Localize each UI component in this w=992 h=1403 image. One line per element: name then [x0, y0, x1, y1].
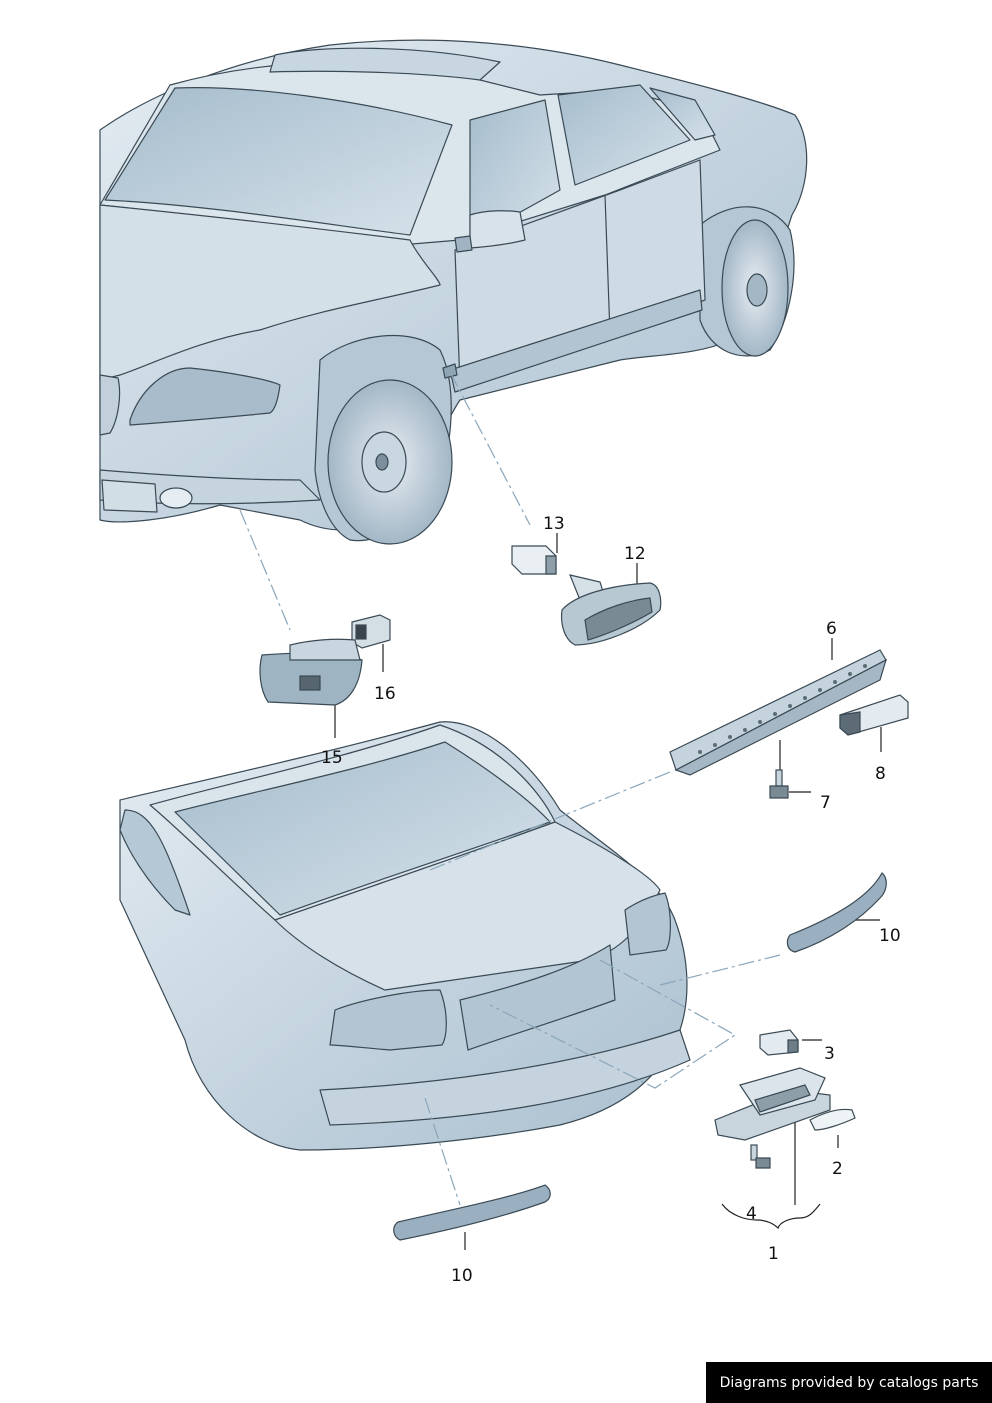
callout-10-right: 10	[879, 926, 901, 946]
callout-10-left: 10	[451, 1266, 473, 1286]
part-12-side-marker-light	[560, 574, 662, 646]
callout-6: 6	[826, 619, 837, 639]
callout-13: 13	[543, 514, 565, 534]
front-car-illustration	[99, 39, 808, 545]
part-10-trim-strip-left	[393, 1184, 551, 1241]
callout-8: 8	[875, 764, 886, 784]
part-3-lamp-insert	[759, 1029, 799, 1056]
part-13-plug-housing	[511, 545, 557, 575]
part-1-license-plate-light	[714, 1067, 831, 1141]
callout-16: 16	[374, 684, 396, 704]
callout-7: 7	[820, 793, 831, 813]
callout-15: 15	[321, 748, 343, 768]
leader-lines	[239, 371, 781, 1206]
part-8-connector	[839, 694, 909, 736]
callout-12: 12	[624, 544, 646, 564]
part-7-screw	[769, 769, 789, 799]
callout-3: 3	[824, 1044, 835, 1064]
credit-badge: Diagrams provided by catalogs parts	[706, 1362, 992, 1403]
part-6-third-brake-light	[669, 649, 887, 776]
part-16-bulb-socket	[351, 614, 391, 649]
part-10-trim-strip-right	[786, 872, 887, 953]
callout-4: 4	[746, 1204, 757, 1224]
callout-2: 2	[832, 1159, 843, 1179]
part-4-screw	[750, 1144, 771, 1169]
part-15-front-side-light	[259, 638, 363, 706]
callout-1: 1	[768, 1244, 779, 1264]
rear-car-illustration	[119, 721, 691, 1151]
part-2-festoon-bulb	[809, 1108, 856, 1131]
